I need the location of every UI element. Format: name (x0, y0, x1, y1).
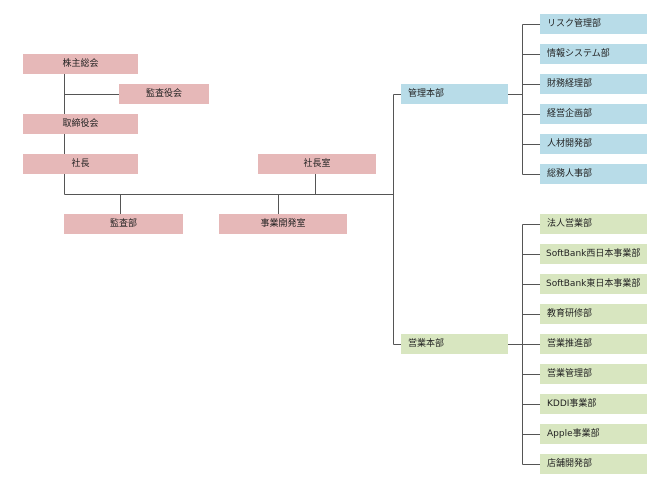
audit-dept-box: 監査部 (64, 214, 183, 234)
presidents-office-box: 社長室 (258, 154, 376, 174)
dept-store-development: 店舗開発部 (540, 454, 647, 474)
dept-general-affairs-hr: 総務人事部 (540, 164, 647, 184)
sales-hq-box: 営業本部 (401, 334, 508, 354)
shareholders-box: 株主総会 (23, 54, 138, 74)
dept-corporate-sales: 法人営業部 (540, 214, 647, 234)
dept-education-training: 教育研修部 (540, 304, 647, 324)
president-box: 社長 (23, 154, 138, 174)
dept-softbank-east: SoftBank東日本事業部 (540, 274, 647, 294)
dept-corporate-planning: 経営企画部 (540, 104, 647, 124)
audit-board-box: 監査役会 (119, 84, 209, 104)
dept-sales-promotion: 営業推進部 (540, 334, 647, 354)
dept-finance-accounting: 財務経理部 (540, 74, 647, 94)
dept-softbank-west: SoftBank西日本事業部 (540, 244, 647, 264)
dept-talent-development: 人材開発部 (540, 134, 647, 154)
dept-kddi: KDDI事業部 (540, 394, 647, 414)
dept-information-systems: 情報システム部 (540, 44, 647, 64)
dept-risk-management: リスク管理部 (540, 14, 647, 34)
board-box: 取締役会 (23, 114, 138, 134)
dept-apple: Apple事業部 (540, 424, 647, 444)
dept-sales-management: 営業管理部 (540, 364, 647, 384)
admin-hq-box: 管理本部 (401, 84, 508, 104)
business-dev-box: 事業開発室 (219, 214, 347, 234)
